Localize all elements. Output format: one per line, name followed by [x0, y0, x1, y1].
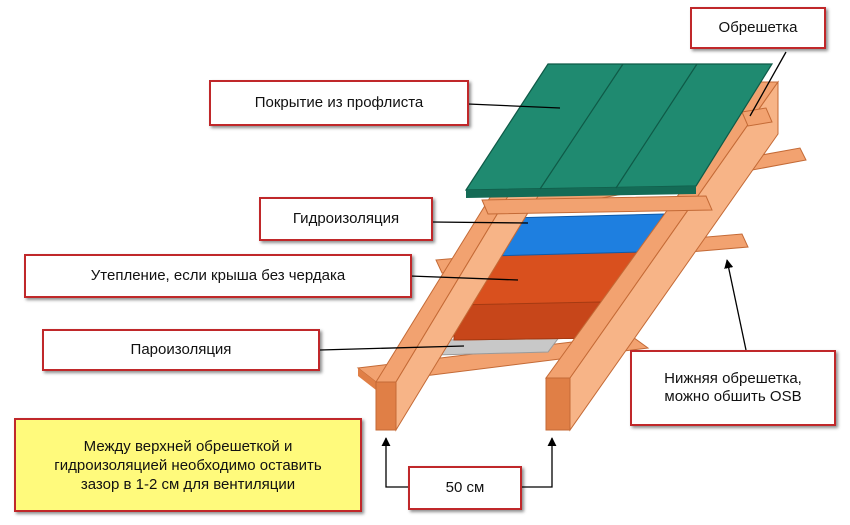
leader-insulation	[409, 275, 519, 281]
leader-roofing	[467, 103, 561, 109]
roofing-sheet	[464, 63, 774, 198]
roofing-rib-1	[539, 63, 624, 190]
leader-lines	[319, 51, 787, 488]
label-insulation: Утепление, если крыша без чердака	[24, 254, 412, 298]
rafter-right-face	[569, 80, 779, 432]
leader-vapor	[319, 345, 465, 351]
lower-board-front-edge	[358, 368, 376, 390]
label-lathing: Обрешетка	[690, 7, 826, 49]
roofing-sheet-edge	[466, 186, 696, 198]
label-vapor-barrier-text: Пароизоляция	[130, 341, 232, 358]
upper-lathing-boards	[481, 107, 773, 215]
upper-board-2	[741, 107, 773, 127]
label-insulation-text: Утепление, если крыша без чердака	[90, 267, 346, 284]
label-spacing-text: 50 см	[445, 479, 485, 496]
ventilation-note: Между верхней обрешеткой и гидроизоляцие…	[14, 418, 362, 512]
roofing-rib-2	[615, 63, 698, 189]
upper-board-1	[481, 195, 713, 215]
label-lower-lathing: Нижняя обрешетка, можно обшить OSB	[630, 350, 836, 426]
rafter-right-side	[545, 377, 571, 431]
leader-lower-lathing	[724, 259, 747, 351]
leader-waterproofing	[431, 221, 529, 224]
label-waterproofing-text: Гидроизоляция	[292, 210, 400, 227]
label-spacing: 50 см	[408, 466, 522, 510]
label-lower-lathing-text: Нижняя обрешетка, можно обшить OSB	[664, 370, 802, 405]
label-roofing: Покрытие из профлиста	[209, 80, 469, 126]
label-lathing-text: Обрешетка	[718, 19, 798, 36]
leader-lathing	[749, 51, 787, 117]
rafter-left-side	[375, 381, 397, 431]
label-waterproofing: Гидроизоляция	[259, 197, 433, 241]
label-vapor-barrier: Пароизоляция	[42, 329, 320, 371]
label-roofing-text: Покрытие из профлиста	[254, 94, 424, 111]
ventilation-note-text: Между верхней обрешеткой и гидроизоляцие…	[54, 437, 322, 493]
spacing-arrow-right	[520, 437, 557, 488]
spacing-arrow-left	[381, 437, 410, 488]
